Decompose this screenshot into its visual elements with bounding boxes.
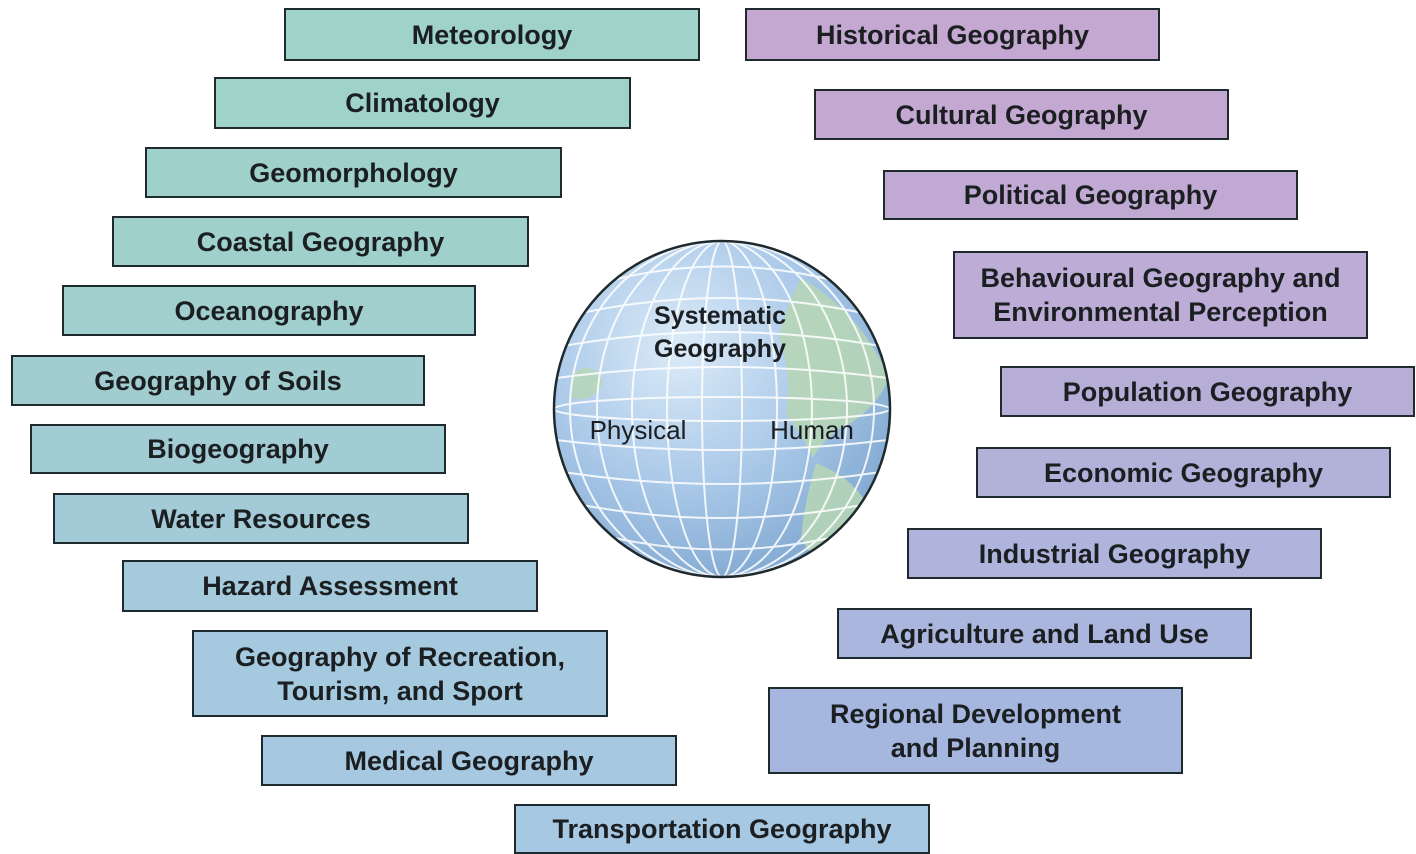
topic-label: Geography of Soils — [94, 365, 342, 396]
topic-label: Population Geography — [1062, 376, 1353, 407]
topic-label: Medical Geography — [344, 745, 594, 776]
globe-icon — [552, 239, 892, 579]
topic-label: Climatology — [345, 88, 500, 118]
topic-box-geography-of-soils: Geography of Soils — [11, 355, 425, 406]
topic-box-hazard-assessment: Hazard Assessment — [122, 560, 538, 612]
topic-box-agriculture-land-use: Agriculture and Land Use — [837, 608, 1252, 659]
topic-label: Water Resources — [151, 503, 371, 534]
topic-box-transportation-geography: Transportation Geography — [514, 804, 930, 854]
topic-box-meteorology: Meteorology — [284, 8, 700, 61]
topic-box-industrial-geography: Industrial Geography — [907, 528, 1322, 579]
topic-label: Agriculture and Land Use — [880, 618, 1209, 649]
topic-label: Regional Development and Planning — [829, 698, 1122, 763]
topic-box-behavioural-geography: Behavioural Geography and Environmental … — [953, 251, 1368, 339]
topic-box-population-geography: Population Geography — [1000, 366, 1415, 417]
topic-box-coastal-geography: Coastal Geography — [112, 216, 529, 267]
topic-box-cultural-geography: Cultural Geography — [814, 89, 1229, 140]
globe-human-label: Human — [770, 415, 854, 445]
topic-box-recreation-tourism-sport: Geography of Recreation, Tourism, and Sp… — [192, 630, 608, 717]
topic-label: Cultural Geography — [895, 99, 1148, 130]
topic-label: Biogeography — [147, 434, 329, 464]
topic-label: Historical Geography — [815, 19, 1090, 50]
topic-label: Industrial Geography — [978, 538, 1251, 569]
topic-box-water-resources: Water Resources — [53, 493, 469, 544]
topic-box-oceanography: Oceanography — [62, 285, 476, 336]
topic-label: Transportation Geography — [552, 814, 892, 844]
land-north-america — [779, 278, 889, 458]
topic-box-geomorphology: Geomorphology — [145, 147, 562, 198]
topic-box-biogeography: Biogeography — [30, 424, 446, 474]
topic-label: Oceanography — [174, 295, 364, 326]
topic-box-medical-geography: Medical Geography — [261, 735, 677, 786]
topic-label: Geomorphology — [249, 157, 458, 188]
topic-label: Political Geography — [963, 180, 1218, 210]
topic-label: Geography of Recreation, Tourism, and Sp… — [234, 641, 566, 706]
topic-label: Economic Geography — [1043, 457, 1324, 488]
topic-box-political-geography: Political Geography — [883, 170, 1298, 220]
topic-box-historical-geography: Historical Geography — [745, 8, 1160, 61]
topic-box-economic-geography: Economic Geography — [976, 447, 1391, 498]
topic-label: Meteorology — [411, 19, 573, 50]
topic-label: Hazard Assessment — [202, 571, 458, 601]
globe-title: Systematic Geography — [653, 302, 787, 363]
globe-physical-label: Physical — [589, 415, 687, 445]
topic-box-regional-development: Regional Development and Planning — [768, 687, 1183, 774]
topic-label: Coastal Geography — [196, 226, 445, 257]
topic-label: Behavioural Geography and Environmental … — [980, 263, 1341, 327]
topic-box-climatology: Climatology — [214, 77, 631, 129]
